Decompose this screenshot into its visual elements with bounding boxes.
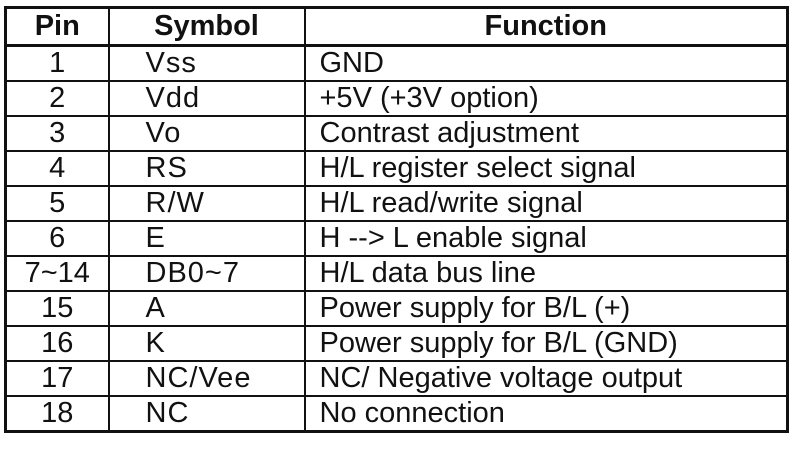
header-function: Function	[303, 6, 789, 47]
symbol-cell: K	[107, 325, 306, 362]
pin-cell: 6	[4, 220, 110, 257]
header-symbol: Symbol	[107, 6, 306, 47]
symbol-cell: A	[107, 290, 306, 327]
pin-cell: 1	[4, 44, 110, 82]
table-row: 5 R/W H/L read/write signal	[4, 185, 789, 222]
symbol-cell: DB0~7	[107, 255, 306, 292]
header-pin: Pin	[4, 6, 110, 47]
symbol-cell: NC	[107, 395, 306, 433]
table-row: 4 RS H/L register select signal	[4, 150, 789, 187]
symbol-cell: Vss	[107, 44, 306, 82]
function-cell: Contrast adjustment	[303, 115, 789, 152]
pin-cell: 16	[4, 325, 110, 362]
function-cell: H/L register select signal	[303, 150, 789, 187]
table-row: 3 Vo Contrast adjustment	[4, 115, 789, 152]
table-row: 1 Vss GND	[4, 44, 789, 82]
function-cell: GND	[303, 44, 789, 82]
symbol-cell: RS	[107, 150, 306, 187]
symbol-cell: E	[107, 220, 306, 257]
pin-cell: 2	[4, 80, 110, 117]
symbol-cell: Vo	[107, 115, 306, 152]
table-row: 6 E H --> L enable signal	[4, 220, 789, 257]
pin-cell: 18	[4, 395, 110, 433]
function-cell: H/L data bus line	[303, 255, 789, 292]
function-cell: Power supply for B/L (+)	[303, 290, 789, 327]
symbol-cell: Vdd	[107, 80, 306, 117]
pin-cell: 3	[4, 115, 110, 152]
table-header-row: Pin Symbol Function	[4, 6, 789, 47]
pin-cell: 4	[4, 150, 110, 187]
table-row: 16 K Power supply for B/L (GND)	[4, 325, 789, 362]
table-row: 2 Vdd +5V (+3V option)	[4, 80, 789, 117]
symbol-cell: NC/Vee	[107, 360, 306, 397]
symbol-cell: R/W	[107, 185, 306, 222]
pin-assignment-table: Pin Symbol Function 1 Vss GND 2 Vdd +5V …	[4, 6, 789, 433]
pin-cell: 17	[4, 360, 110, 397]
function-cell: Power supply for B/L (GND)	[303, 325, 789, 362]
function-cell: H/L read/write signal	[303, 185, 789, 222]
table-row: 15 A Power supply for B/L (+)	[4, 290, 789, 327]
table-row: 7~14 DB0~7 H/L data bus line	[4, 255, 789, 292]
table-row: 18 NC No connection	[4, 395, 789, 433]
function-cell: NC/ Negative voltage output	[303, 360, 789, 397]
function-cell: +5V (+3V option)	[303, 80, 789, 117]
pin-cell: 15	[4, 290, 110, 327]
table-row: 17 NC/Vee NC/ Negative voltage output	[4, 360, 789, 397]
function-cell: No connection	[303, 395, 789, 433]
pin-cell: 7~14	[4, 255, 110, 292]
function-cell: H --> L enable signal	[303, 220, 789, 257]
pin-cell: 5	[4, 185, 110, 222]
